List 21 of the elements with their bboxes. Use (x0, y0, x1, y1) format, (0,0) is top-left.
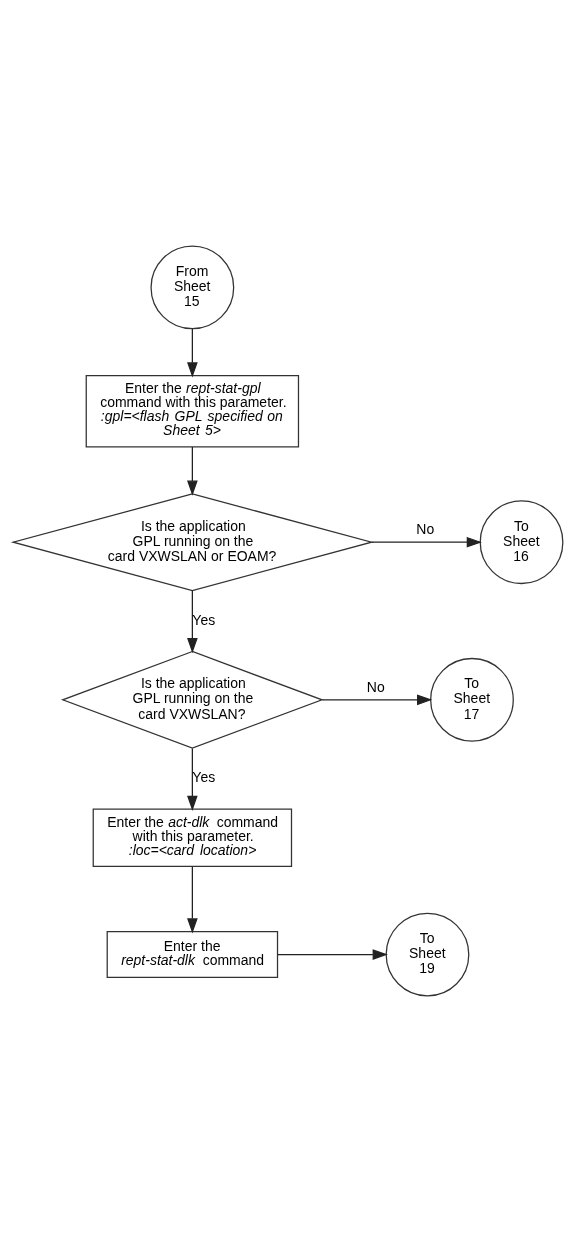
node-circle: From Sheet 15 (150, 245, 235, 330)
edge-label: Yes (192, 769, 216, 786)
arrow (277, 949, 388, 960)
arrow (187, 747, 198, 811)
edge-label: No (366, 678, 385, 695)
node-box: Enter the rept-stat-dlk command (106, 931, 279, 979)
arrow (187, 446, 198, 496)
arrow (187, 328, 198, 378)
node-circle: To Sheet 19 (385, 912, 470, 997)
arrow (187, 590, 198, 654)
node-box: Enter the rept-stat-gpl command with this parameter. :gpl=<flash GPL specified on Sheet 5> (85, 375, 300, 448)
node-circle: To Sheet 17 (430, 657, 514, 742)
node-circle: To Sheet 16 (479, 500, 564, 585)
arrow (321, 694, 433, 706)
edge-label: No (416, 521, 435, 538)
edge-label: Yes (192, 611, 216, 628)
arrow (187, 866, 198, 934)
node-diamond: Is the application GPL running on the card VXWSLAN or EOAM? (10, 493, 374, 592)
node-diamond: Is the application GPL running on the card VXWSLAN? (60, 650, 324, 749)
node-box: Enter the act-dlk command with this parameter. :loc=<card location> (92, 808, 293, 867)
arrow (371, 536, 482, 548)
